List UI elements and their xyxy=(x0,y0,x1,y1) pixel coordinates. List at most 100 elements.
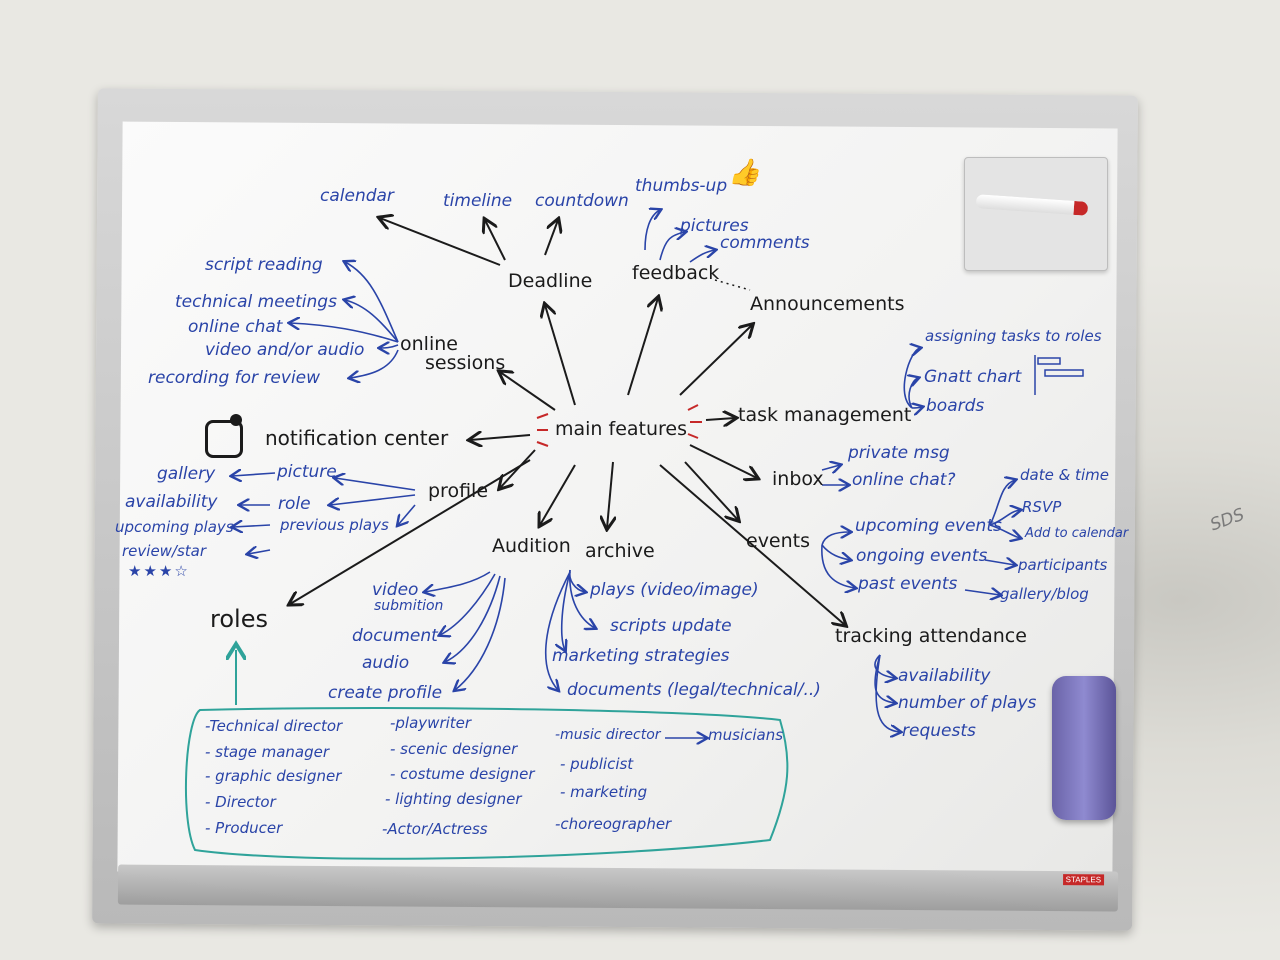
number-of-plays-label: number of plays xyxy=(898,693,1037,713)
date-time-label: date & time xyxy=(1020,466,1109,484)
rsvp-label: RSVP xyxy=(1022,498,1062,516)
upcoming-plays-label: upcoming plays xyxy=(115,518,234,536)
bell-square-icon xyxy=(205,420,243,458)
online-label: online xyxy=(400,333,458,355)
audio-label: audio xyxy=(362,653,410,673)
deadline-label: Deadline xyxy=(508,270,593,292)
scripts-update-label: scripts update xyxy=(610,616,732,636)
arrow-to-countdown xyxy=(544,220,558,256)
arrow-to-feedback xyxy=(627,298,658,396)
technical-meetings-label: technical meetings xyxy=(175,292,337,312)
notification-center-label: notification center xyxy=(265,426,449,450)
marketing-strategies-label: marketing strategies xyxy=(552,646,730,666)
boards-label: boards xyxy=(926,396,985,416)
gallery-label: gallery xyxy=(157,464,216,484)
roles-bracket xyxy=(184,707,789,860)
arrow-to-audition xyxy=(540,464,576,525)
sessions-label: sessions xyxy=(425,352,506,374)
arrow-to-profile xyxy=(500,449,536,488)
role-item: - publicist xyxy=(560,755,634,773)
arrow-to-online-sessions xyxy=(500,372,556,411)
role-item: -choreographer xyxy=(555,815,672,833)
star-rating: ★★★☆ xyxy=(128,562,190,580)
feedback-label: feedback xyxy=(632,262,720,284)
role-item: - graphic designer xyxy=(205,767,342,785)
profile-label: profile xyxy=(428,480,489,502)
online-chat-inbox-label: online chat? xyxy=(852,470,956,490)
pictures-label: pictures xyxy=(680,216,749,236)
plays-label: plays (video/image) xyxy=(590,580,759,600)
role-item: -playwriter xyxy=(390,714,472,732)
arrow-to-announcements xyxy=(679,325,752,396)
inbox-label: inbox xyxy=(772,468,824,490)
availability-label: availability xyxy=(125,492,218,512)
private-msg-label: private msg xyxy=(848,443,950,463)
video-label: video xyxy=(372,580,419,600)
emphasis-marks xyxy=(536,404,702,447)
main-features-label: main features xyxy=(555,418,688,440)
past-events-label: past events xyxy=(858,574,958,594)
countdown-label: countdown xyxy=(535,191,629,211)
arrow-to-calendar xyxy=(380,218,501,266)
timeline-label: timeline xyxy=(443,191,513,211)
board-eraser xyxy=(1052,676,1116,820)
roles-label: roles xyxy=(210,605,268,633)
tracking-attendance-label: tracking attendance xyxy=(835,625,1027,647)
role-item: - marketing xyxy=(560,783,648,801)
role-item: - Producer xyxy=(205,819,283,837)
arrow-to-events xyxy=(684,461,738,520)
arrow-to-archive xyxy=(607,461,613,528)
role-item: -Actor/Actress xyxy=(382,820,488,838)
arrow-to-timeline xyxy=(485,220,506,261)
document-label: document xyxy=(352,626,438,646)
script-reading-label: script reading xyxy=(205,255,323,275)
role-item: -music director xyxy=(555,727,661,743)
arrow-to-roles xyxy=(290,459,531,604)
calendar-label: calendar xyxy=(320,186,394,206)
musicians-label: musicians xyxy=(708,726,784,744)
documents-label: documents (legal/technical/..) xyxy=(567,680,821,700)
assigning-tasks-label: assigning tasks to roles xyxy=(925,327,1102,345)
audition-label: Audition xyxy=(492,535,571,557)
participants-label: participants xyxy=(1018,556,1108,574)
archive-label: archive xyxy=(585,540,655,562)
notification-dot-icon xyxy=(230,414,242,426)
arrow-to-deadline xyxy=(545,305,576,406)
arrow-to-inbox xyxy=(689,444,757,478)
thumbs-up-icon: 👍 xyxy=(728,158,761,188)
upcoming-events-label: upcoming events xyxy=(855,516,1002,536)
arrow-to-tracking xyxy=(659,464,845,625)
task-management-label: task management xyxy=(738,404,912,426)
recording-label: recording for review xyxy=(148,368,321,388)
role-item: - costume designer xyxy=(390,765,535,783)
ongoing-events-label: ongoing events xyxy=(856,546,988,566)
review-star-label: review/star xyxy=(122,542,207,560)
role-item: - scenic designer xyxy=(390,740,518,758)
gantt-chart-label: Gnatt chart xyxy=(924,367,1022,387)
gantt-sketch xyxy=(1034,355,1084,395)
comments-label: comments xyxy=(720,233,810,253)
online-chat-label: online chat xyxy=(188,317,283,337)
role-item: - lighting designer xyxy=(385,790,522,808)
wall-note-label: SDS xyxy=(1207,504,1248,536)
role-item: - stage manager xyxy=(205,743,330,761)
previous-plays-label: previous plays xyxy=(280,516,389,534)
arrow-to-task xyxy=(705,418,735,420)
add-to-calendar-label: Add to calendar xyxy=(1025,526,1129,541)
gallery-blog-label: gallery/blog xyxy=(1000,585,1089,603)
events-label: events xyxy=(746,530,811,552)
video-audio-label: video and/or audio xyxy=(205,340,365,360)
role-label: role xyxy=(278,494,311,514)
role-item: - Director xyxy=(205,793,276,811)
availability-tracking-label: availability xyxy=(898,666,991,686)
arrow-to-notification xyxy=(470,435,531,440)
create-profile-label: create profile xyxy=(328,683,443,703)
thumbs-up-label: thumbs-up xyxy=(635,176,728,196)
submition-label: submition xyxy=(374,598,444,614)
picture-label: picture xyxy=(277,462,337,482)
requests-label: requests xyxy=(902,721,976,741)
role-item: -Technical director xyxy=(205,717,343,735)
announcements-label: Announcements xyxy=(750,293,905,315)
